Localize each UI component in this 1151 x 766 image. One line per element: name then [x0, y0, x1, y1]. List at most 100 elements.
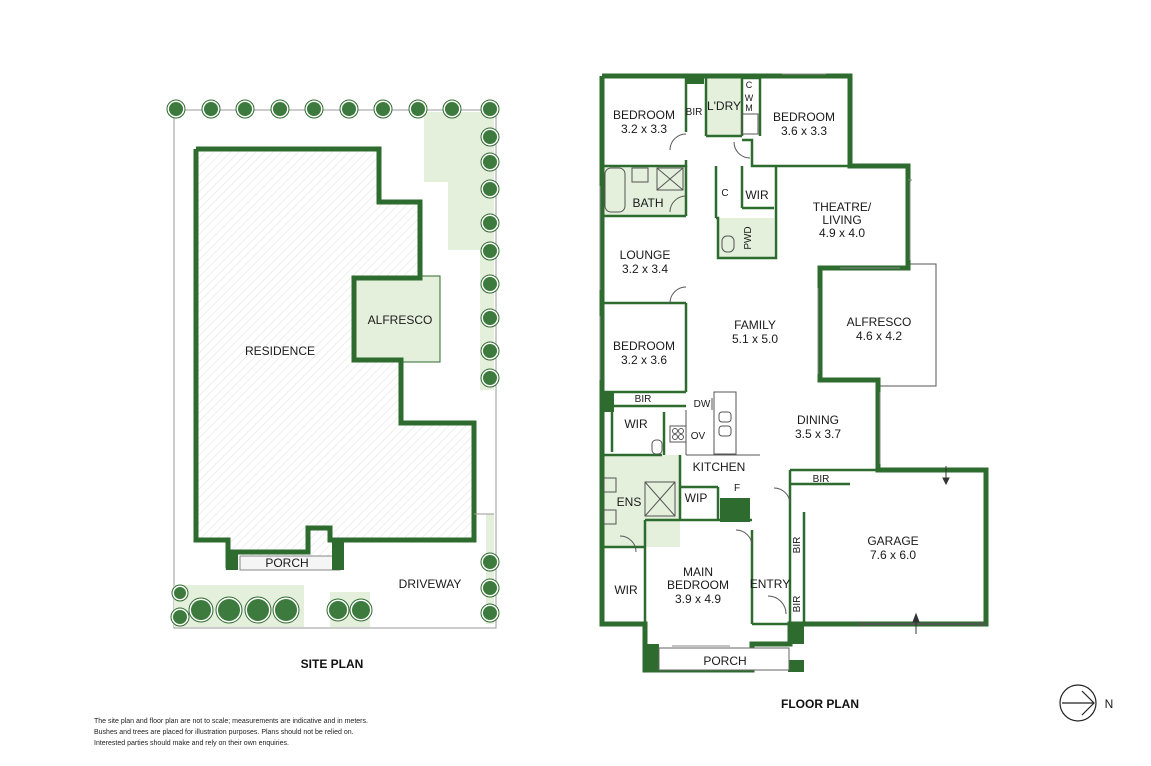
alfresco-name: ALFRESCO: [847, 315, 912, 329]
ensuite-wir-label: WIR: [624, 417, 648, 431]
tree-icon: [480, 152, 500, 172]
pwd-area: [718, 218, 774, 258]
theatre-name2: LIVING: [822, 213, 861, 227]
laundry-label: L'DRY: [707, 99, 741, 113]
bush-icon: [215, 596, 243, 624]
compass-north-label: N: [1105, 697, 1114, 711]
kitchen-island: [713, 391, 737, 455]
disclaimer-line: Bushes and trees are placed for illustra…: [94, 729, 354, 736]
kitchen-label: KITCHEN: [693, 460, 746, 474]
bedroom2-name: BEDROOM: [773, 110, 835, 124]
vanity-icon: [603, 477, 617, 493]
tree-icon: [480, 99, 500, 119]
wall-block: [788, 660, 804, 672]
ensuite-label: ENS: [617, 495, 642, 509]
bush-icon: [349, 598, 373, 622]
garage-bir-lower: BIR: [792, 596, 803, 613]
tree-icon: [480, 127, 500, 147]
site-plan-title: SITE PLAN: [301, 657, 364, 671]
sink-icon: [718, 425, 732, 437]
bedroom1-size: 3.2 x 3.3: [621, 122, 667, 136]
tree-icon: [480, 241, 500, 261]
site-lawn-back: [424, 112, 494, 250]
bedroom3-bir-label: BIR: [635, 394, 652, 405]
fridge-label: F: [734, 483, 740, 494]
floor-plan: BEDROOM 3.2 x 3.3 BIR L'DRY C W M BEDROO…: [599, 73, 989, 711]
wall-block: [720, 498, 750, 522]
tree-icon: [339, 99, 359, 119]
bedroom3-name: BEDROOM: [613, 339, 675, 353]
alfresco-size: 4.6 x 4.2: [856, 329, 902, 343]
tree-icon: [480, 308, 500, 328]
garage-name: GARAGE: [867, 534, 918, 548]
site-residence-outline: [196, 149, 474, 566]
tree-icon: [442, 99, 462, 119]
family-size: 5.1 x 5.0: [732, 332, 778, 346]
dw-label: DW: [694, 399, 711, 410]
porch-slab: [658, 647, 790, 671]
site-porch-post: [226, 552, 238, 570]
tree-icon: [480, 179, 500, 199]
floor-plan-title: FLOOR PLAN: [781, 697, 859, 711]
wip-label: WIP: [685, 491, 708, 505]
tree-icon: [235, 99, 255, 119]
bush-icon: [188, 597, 214, 623]
tree-icon: [480, 341, 500, 361]
ov-label: OV: [691, 431, 706, 442]
bedroom1-bir-label: BIR: [686, 107, 703, 118]
toilet-icon: [721, 235, 735, 253]
wall-block: [790, 624, 804, 644]
site-porch-post-right: [332, 540, 344, 570]
tree-icon: [480, 368, 500, 388]
site-driveway-label: DRIVEWAY: [399, 577, 462, 591]
bush-icon: [171, 584, 189, 602]
windows: [599, 73, 912, 647]
site-trees: [166, 99, 500, 627]
hall-cupboard-label: C: [721, 188, 728, 199]
porch-label: PORCH: [703, 654, 746, 668]
bedroom2-size: 3.6 x 3.3: [781, 124, 827, 138]
bath-area: [602, 166, 686, 216]
bush-icon: [326, 598, 350, 622]
tree-icon: [480, 603, 500, 623]
site-boundary: [173, 109, 497, 629]
shower-icon: [656, 167, 684, 191]
disclaimer-line: Interested parties should make and rely …: [94, 740, 289, 747]
main-bed-name: MAIN: [683, 565, 713, 579]
sink-icon: [718, 411, 732, 423]
theatre-name: THEATRE/: [813, 200, 872, 214]
disclaimer: The site plan and floor plan are not to …: [94, 716, 424, 749]
lounge-name: LOUNGE: [620, 248, 671, 262]
compass: N: [1059, 684, 1114, 722]
washer-icon: [741, 113, 759, 135]
tree-icon: [480, 552, 500, 572]
tree-icon: [373, 99, 393, 119]
shower-icon: [644, 481, 676, 517]
arrow-right-icon: [1062, 690, 1095, 716]
bath-label: BATH: [632, 196, 663, 210]
garage-bir-upper: BIR: [792, 537, 803, 554]
tree-icon: [480, 213, 500, 233]
main-wir-label: WIR: [614, 583, 638, 597]
theatre-size: 4.9 x 4.0: [819, 226, 865, 240]
wir-label: WIR: [745, 188, 769, 202]
lounge-size: 3.2 x 3.4: [622, 262, 668, 276]
bush-icon: [272, 596, 300, 624]
ensuite-area: [602, 455, 680, 547]
toilet-icon: [651, 439, 663, 455]
pwd-label: PWD: [743, 226, 754, 249]
bush-icon: [244, 596, 272, 624]
site-porch-label: PORCH: [265, 556, 308, 570]
tree-icon: [408, 99, 428, 119]
laundry-cupboard-label: C: [746, 80, 753, 90]
dining-size: 3.5 x 3.7: [795, 427, 841, 441]
entry-label: ENTRY: [750, 577, 790, 591]
bathtub-icon: [604, 167, 626, 213]
main-bed-name2: BEDROOM: [667, 578, 729, 592]
garage-size: 7.6 x 6.0: [870, 548, 916, 562]
tree-icon: [166, 99, 186, 119]
site-residence-label: RESIDENCE: [245, 344, 315, 358]
wall-block: [686, 76, 704, 84]
site-alfresco-label: ALFRESCO: [368, 313, 433, 327]
